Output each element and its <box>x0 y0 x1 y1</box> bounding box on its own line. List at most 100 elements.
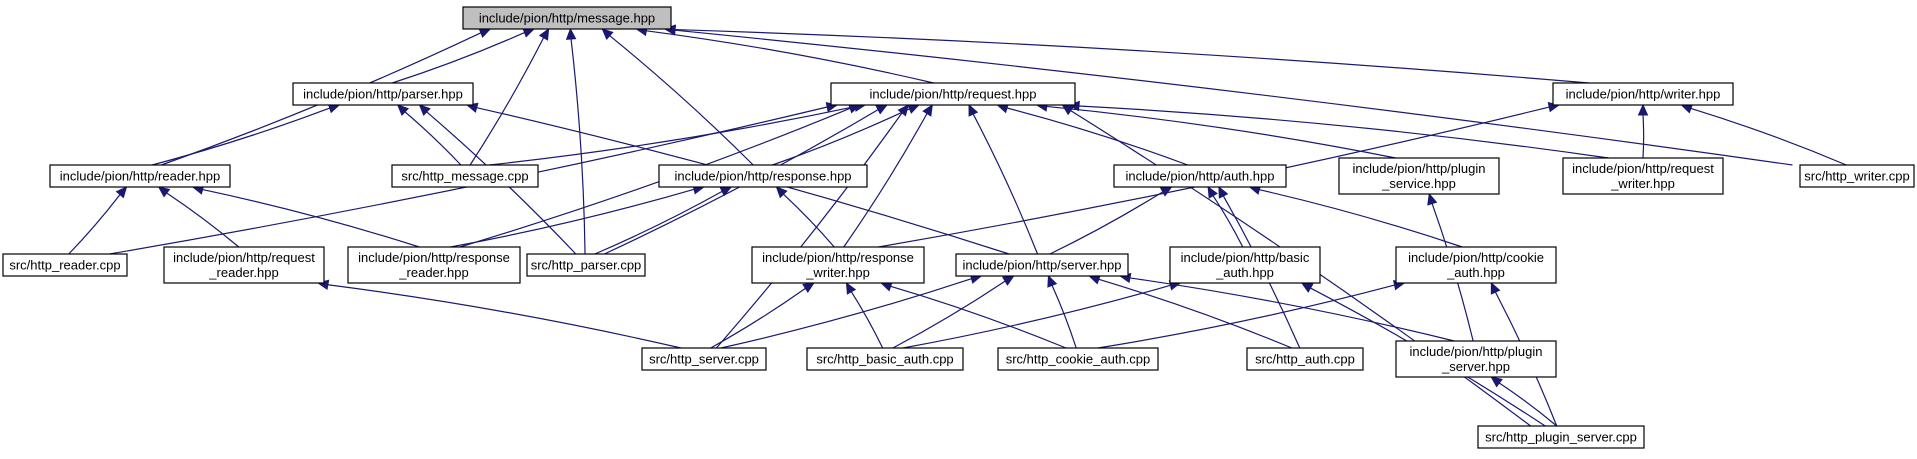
arrowhead-icon <box>157 186 171 198</box>
node-label: include/pion/http/plugin <box>1353 161 1486 176</box>
node-label: include/pion/http/server.hpp <box>963 258 1122 273</box>
edge-line <box>674 29 1793 166</box>
node-box <box>1246 347 1364 371</box>
arrowhead-icon <box>775 186 788 199</box>
arrowhead-icon <box>522 27 536 38</box>
edge-request_writer-to-writer <box>1637 103 1649 159</box>
node-reader[interactable]: include/pion/http/reader.hpp <box>49 164 231 188</box>
edge-http_server-to-request <box>715 104 909 349</box>
edge-reader-to-parser <box>151 103 341 166</box>
node-box <box>526 253 646 277</box>
edge-line <box>459 107 851 248</box>
node-box <box>347 246 521 284</box>
node-box <box>163 246 325 284</box>
edge-line <box>890 285 1067 349</box>
edge-basic_auth-to-auth <box>1207 185 1244 248</box>
node-response-writer[interactable]: include/pion/http/response_writer.hpp <box>751 246 925 284</box>
node-request-reader[interactable]: include/pion/http/request_reader.hpp <box>163 246 325 284</box>
arrowhead-icon <box>719 186 733 197</box>
node-http-reader[interactable]: src/http_reader.cpp <box>2 253 128 277</box>
node-auth[interactable]: include/pion/http/auth.hpp <box>1113 164 1287 188</box>
arrowhead-icon <box>538 27 550 41</box>
node-label: src/http_basic_auth.cpp <box>816 352 953 367</box>
edge-writer-to-message <box>663 24 1590 84</box>
edge-line <box>1690 107 1847 166</box>
edge-line <box>710 287 806 349</box>
arrowhead-icon <box>418 104 431 117</box>
arrowhead-icon <box>1047 274 1058 288</box>
edge-request_reader-to-reader <box>157 186 240 248</box>
node-http-plugin-server[interactable]: src/http_plugin_server.cpp <box>1477 425 1645 449</box>
edge-plugin_service-to-request <box>1035 101 1396 159</box>
arrowhead-icon <box>1207 185 1218 199</box>
edge-parser-to-message <box>392 27 536 84</box>
node-label: include/pion/http/plugin <box>1410 344 1543 359</box>
node-http-auth[interactable]: src/http_auth.cpp <box>1246 347 1364 371</box>
node-box <box>1395 340 1557 378</box>
node-box <box>997 347 1159 371</box>
edge-line <box>1006 107 1188 166</box>
arrowhead-icon <box>907 104 920 114</box>
edge-line <box>902 284 1171 349</box>
node-response[interactable]: include/pion/http/response.hpp <box>658 164 868 188</box>
edge-http_server-to-response_writer <box>710 282 815 349</box>
arrowhead-icon <box>845 281 857 295</box>
node-response-reader[interactable]: include/pion/http/response_reader.hpp <box>347 246 521 284</box>
node-label: _reader.hpp <box>398 265 468 280</box>
arrowhead-icon <box>1637 103 1649 116</box>
node-request-writer[interactable]: include/pion/http/request_writer.hpp <box>1562 157 1724 195</box>
edge-line <box>892 280 1006 349</box>
node-http-message[interactable]: src/http_message.cpp <box>391 164 539 188</box>
node-basic-auth[interactable]: include/pion/http/basic_auth.hpp <box>1169 246 1321 284</box>
edge-http_server-to-server <box>720 273 983 349</box>
node-label: src/http_cookie_auth.cpp <box>1006 352 1151 367</box>
edge-line <box>1259 189 1463 248</box>
node-request[interactable]: include/pion/http/request.hpp <box>830 82 1076 106</box>
node-box <box>2 253 128 277</box>
edge-line <box>609 35 754 166</box>
edge-line <box>404 111 462 166</box>
edge-line <box>594 190 723 255</box>
edge-line <box>1098 278 1293 349</box>
node-message[interactable]: include/pion/http/message.hpp <box>462 6 672 30</box>
node-box <box>955 253 1129 277</box>
edge-line <box>469 37 545 166</box>
node-http-basic-auth[interactable]: src/http_basic_auth.cpp <box>806 347 964 371</box>
node-http-parser[interactable]: src/http_parser.cpp <box>526 253 646 277</box>
arrowhead-icon <box>1002 275 1015 286</box>
arrowhead-icon <box>1300 282 1314 293</box>
node-label: src/http_plugin_server.cpp <box>1485 430 1637 445</box>
node-plugin-service[interactable]: include/pion/http/plugin_service.hpp <box>1338 157 1500 195</box>
edge-line <box>1049 191 1164 255</box>
node-http-writer[interactable]: src/http_writer.cpp <box>1799 164 1915 188</box>
node-server[interactable]: include/pion/http/server.hpp <box>955 253 1129 277</box>
edge-line <box>715 112 903 349</box>
node-box <box>658 164 868 188</box>
node-label: _service.hpp <box>1381 176 1456 191</box>
node-box <box>1477 425 1645 449</box>
edge-http_plugin_server-to-plugin_server <box>1490 376 1558 427</box>
edge-http_reader-to-reader <box>68 186 128 255</box>
node-box <box>49 164 231 188</box>
node-writer[interactable]: include/pion/http/writer.hpp <box>1552 82 1734 106</box>
node-box <box>1799 164 1915 188</box>
edge-line <box>450 188 695 248</box>
node-http-server[interactable]: src/http_server.cpp <box>641 347 767 371</box>
node-label: _auth.hpp <box>1446 265 1505 280</box>
arrowhead-icon <box>565 27 577 40</box>
node-cookie-auth[interactable]: include/pion/http/cookie_auth.hpp <box>1395 246 1557 284</box>
node-label: src/http_writer.cpp <box>1804 169 1910 184</box>
edge-line <box>1097 284 1395 349</box>
edge-request_writer-to-request <box>1067 100 1609 159</box>
node-http-cookie-auth[interactable]: src/http_cookie_auth.cpp <box>997 347 1159 371</box>
arrowhead-icon <box>1427 192 1438 206</box>
edge-server-to-auth <box>1049 186 1173 255</box>
node-parser[interactable]: include/pion/http/parser.hpp <box>292 82 474 106</box>
edge-http_server-to-request_reader <box>316 279 682 349</box>
edge-http_message-to-message <box>469 27 550 166</box>
edge-response-to-request <box>772 104 920 166</box>
edge-response_writer-to-request <box>843 103 933 248</box>
node-label: include/pion/http/writer.hpp <box>1566 87 1721 102</box>
node-label: include/pion/http/request <box>1572 161 1714 176</box>
node-plugin-server[interactable]: include/pion/http/plugin_server.hpp <box>1395 340 1557 378</box>
